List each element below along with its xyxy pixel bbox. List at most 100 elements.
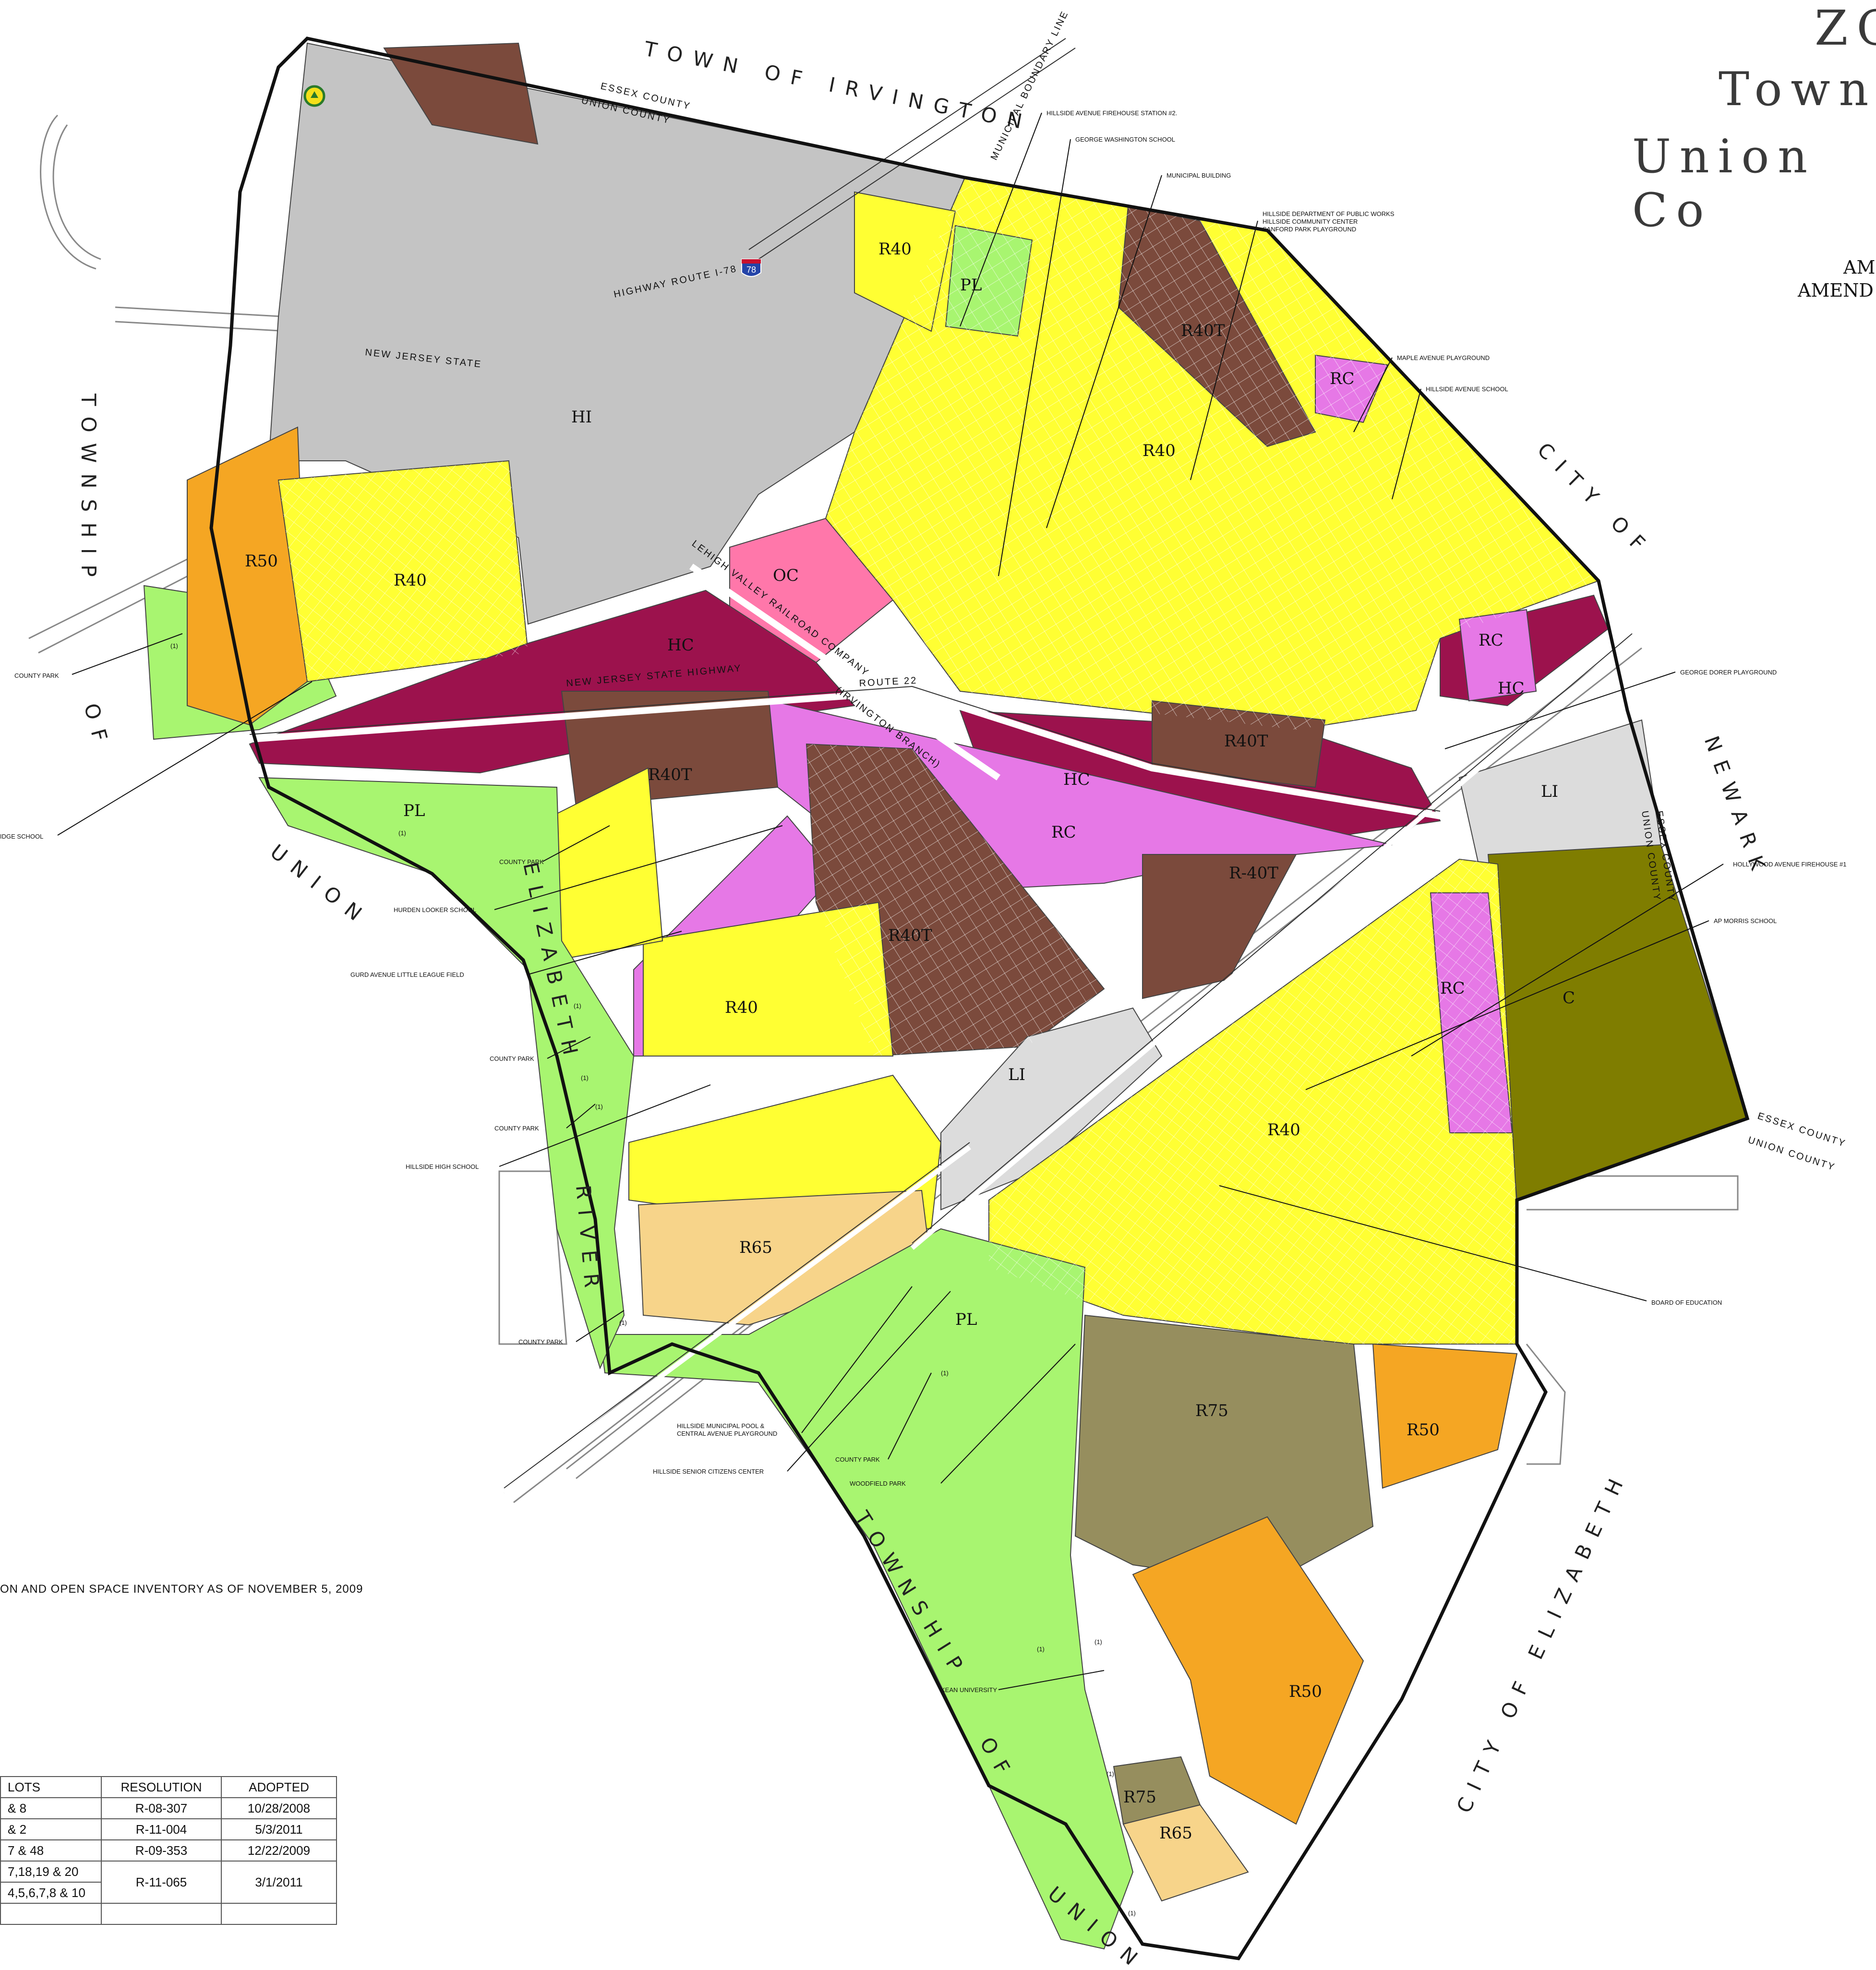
poi-label: GEORGE WASHINGTON SCHOOL <box>1075 136 1175 143</box>
poi-label: HOLLYWOOD AVENUE FIREHOUSE #1 <box>1733 861 1846 868</box>
poi-label: GEORGE DORER PLAYGROUND <box>1680 669 1777 676</box>
zone-r65-bottom-area <box>1122 1804 1249 1902</box>
table-row: & 8 R-08-307 10/28/2008 <box>0 1797 337 1819</box>
zone-label: OC <box>773 566 799 585</box>
poi-label: COUNTY PARK <box>494 1125 539 1132</box>
zone-label: RC <box>1440 979 1465 998</box>
table-cell: 3/1/2011 <box>221 1861 337 1904</box>
table-cell: 5/3/2011 <box>221 1818 337 1840</box>
footnote-mark: (1) <box>170 642 178 649</box>
zone-label: R50 <box>245 552 278 571</box>
poi-labels: HILLSIDE AVENUE FIREHOUSE STATION #2. GE… <box>0 109 1846 1694</box>
zone-label: R-40T <box>1229 864 1278 883</box>
zone-labels: R40 PL R40T RC HI R40 R50 R40 OC HC RC H… <box>245 240 1575 1843</box>
poi-label: HURDEN LOOKER SCHOOL <box>394 906 476 913</box>
zone-label: R50 <box>1407 1420 1440 1440</box>
zone-label: HC <box>1063 770 1090 789</box>
zone-label: R40 <box>394 571 427 590</box>
zone-label: R40T <box>888 926 932 945</box>
table-cell <box>221 1903 337 1925</box>
map-title-line-2: Towns <box>1719 62 1876 116</box>
interstate-number: 78 <box>746 265 756 275</box>
map-title-line-3: Union Co <box>1632 130 1816 237</box>
footnote-mark: (1) <box>398 829 406 837</box>
zone-r40t-north-strip <box>383 42 539 145</box>
zone-label: R40 <box>1142 441 1176 460</box>
poi-label: MUNICIPAL BUILDING <box>1166 172 1231 179</box>
zone-r50-south-area <box>1132 1516 1364 1825</box>
zone-label: HI <box>571 408 592 427</box>
table-header: RESOLUTION <box>101 1776 222 1798</box>
poi-label: COUNTY PARK <box>835 1456 880 1463</box>
zone-label: RC <box>1479 631 1503 650</box>
table-header: ADOPTED <box>221 1776 337 1798</box>
zone-label: C <box>1563 988 1575 1008</box>
poi-label: WOODFIELD PARK <box>850 1480 906 1487</box>
zone-label: LI <box>1541 782 1558 801</box>
zone-label: PL <box>403 801 425 820</box>
footnote-mark: (1) <box>1106 1770 1114 1778</box>
table-cell: 7,18,19 & 20 <box>0 1861 102 1883</box>
zone-label: R75 <box>1195 1401 1228 1420</box>
place-name: OF <box>79 701 115 754</box>
poi-label: HILLSIDE HIGH SCHOOL <box>406 1163 479 1170</box>
table-cell: 4,5,6,7,8 & 10 <box>0 1882 102 1904</box>
poi-label: HILLSIDE COMMUNITY CENTER <box>1263 218 1358 225</box>
zone-label: R40 <box>878 240 912 259</box>
poi-label: COUNTY PARK <box>490 1055 534 1062</box>
poi-label: HILLSIDE AVENUE SCHOOL <box>1426 385 1508 393</box>
zone-label: R65 <box>1159 1824 1192 1843</box>
table-header: LOTS <box>0 1776 102 1798</box>
place-name: TOWNSHIP <box>77 393 100 588</box>
map-subtitle-line-1: AM <box>1843 257 1876 278</box>
footnote-mark: (1) <box>1037 1646 1045 1653</box>
zone-r40t-central-area <box>561 691 779 807</box>
footnote-mark: (1) <box>595 1103 603 1110</box>
table-header-row: LOTS RESOLUTION ADOPTED <box>0 1776 337 1798</box>
table-row: 4,5,6,7,8 & 10 <box>0 1882 337 1904</box>
poi-leaders <box>57 112 1724 1690</box>
footnote-mark: (1) <box>941 1369 949 1377</box>
poi-label: BOARD OF EDUCATION <box>1651 1299 1722 1306</box>
table-cell: R-08-307 <box>101 1797 222 1819</box>
table-row <box>0 1903 337 1925</box>
zone-pl-south-area <box>599 1228 1134 1950</box>
footnote-marks: (1) (1) (1) (1) (1) (1) (1) (1) (1) (1) … <box>170 642 1136 1917</box>
footnote-mark: (1) <box>1094 1638 1102 1646</box>
zone-label: R40T <box>648 765 692 784</box>
footnote-mark: (1) <box>1128 1910 1136 1917</box>
zone-label: HC <box>1498 679 1525 698</box>
table-cell: R-11-065 <box>101 1861 222 1904</box>
table-cell: 10/28/2008 <box>221 1797 337 1819</box>
zone-label: R40 <box>725 998 758 1017</box>
poi-label: AP MORRIS SCHOOL <box>1714 917 1777 925</box>
zone-label: RC <box>1051 823 1076 842</box>
place-name: MUNICIPAL BOUNDARY LINE <box>989 9 1071 162</box>
table-row: & 2 R-11-004 5/3/2011 <box>0 1818 337 1840</box>
zone-c-area <box>1487 844 1748 1201</box>
poi-label: IDGE SCHOOL <box>0 833 43 840</box>
table-cell <box>0 1903 102 1925</box>
poi-label: HILLSIDE MUNICIPAL POOL & <box>677 1422 765 1429</box>
zone-label: R75 <box>1123 1788 1156 1807</box>
map-title-line-1: ZO <box>1815 0 1876 56</box>
poi-label: SANFORD PARK PLAYGROUND <box>1263 226 1356 233</box>
poi-label: CENTRAL AVENUE PLAYGROUND <box>677 1430 777 1437</box>
zone-r50-area <box>187 426 308 726</box>
compass-icon <box>303 85 325 107</box>
zone-label: R40T <box>1181 321 1225 340</box>
zone-label: PL <box>955 1310 977 1329</box>
zone-label: HC <box>667 636 694 655</box>
poi-label: COUNTY PARK <box>499 858 544 865</box>
table-row: 7,18,19 & 20 R-11-065 3/1/2011 <box>0 1861 337 1904</box>
poi-label: HILLSIDE AVENUE FIREHOUSE STATION #2. <box>1046 109 1177 117</box>
poi-label: HILLSIDE DEPARTMENT OF PUBLIC WORKS <box>1263 210 1395 217</box>
table-cell: 7 & 48 <box>0 1839 102 1862</box>
table-row: 7 & 48 R-09-353 12/22/2009 <box>0 1839 337 1862</box>
transport-lines <box>249 564 1634 1495</box>
municipal-boundary <box>209 36 1750 1960</box>
zone-r50-se-area <box>1372 1343 1518 1489</box>
footnote-mark: (1) <box>581 1074 589 1081</box>
place-name: UNION <box>266 840 374 932</box>
